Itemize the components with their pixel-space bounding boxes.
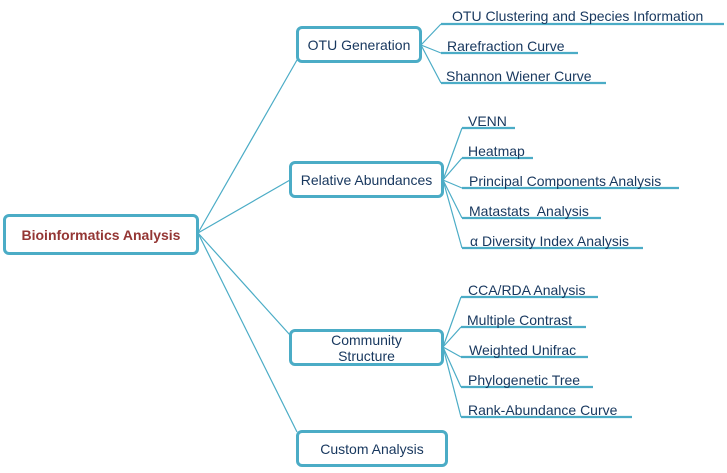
leaf-phylogenetic-tree: Phylogenetic Tree (468, 372, 581, 388)
leaf-weighted-unifrac: Weighted Unifrac (469, 342, 577, 358)
connector-root-community-structure (197, 232, 291, 336)
connector-cs-leaf-4 (442, 346, 462, 388)
leaf-otu-clustering-species-information: OTU Clustering and Species Information (452, 8, 704, 24)
leaf-shannon-wiener-curve: Shannon Wiener Curve (446, 68, 592, 84)
connector-root-relative-abundances (197, 179, 291, 234)
connector-ra-leaf-1 (442, 127, 463, 181)
connector-cs-leaf-5 (442, 346, 462, 418)
connector-otu-leaf-1 (420, 23, 442, 46)
connector-root-custom-analysis (197, 232, 298, 433)
connector-cs-leaf-2 (442, 326, 462, 348)
leaf-matastats-analysis: Matastats Analysis (469, 203, 589, 219)
connector-cs-leaf-1 (442, 296, 462, 348)
leaf-rarefraction-curve: Rarefraction Curve (447, 38, 565, 54)
leaf-cca-rda-analysis: CCA/RDA Analysis (468, 282, 586, 298)
branch-node-relative-abundances: Relative Abundances (289, 161, 444, 198)
connector-root-otu-generation (197, 59, 298, 234)
connector-ra-leaf-2 (442, 157, 463, 181)
leaf-principal-components-analysis: Principal Components Analysis (469, 173, 662, 189)
leaf-heatmap: Heatmap (468, 143, 525, 159)
leaf-rank-abundance-curve: Rank-Abundance Curve (468, 402, 618, 418)
branch-node-otu-generation: OTU Generation (296, 26, 422, 63)
connector-ra-leaf-5 (442, 179, 463, 249)
branch-node-custom-analysis: Custom Analysis (296, 430, 448, 467)
leaf-multiple-contrast: Multiple Contrast (467, 312, 573, 328)
leaf-alpha-diversity-index-analysis: α Diversity Index Analysis (470, 233, 630, 249)
root-node-bioinformatics-analysis: Bioinformatics Analysis (3, 214, 199, 255)
connector-cs-leaf-3 (442, 346, 462, 358)
branch-node-community-structure: Community Structure (289, 329, 444, 366)
connector-otu-leaf-3 (420, 44, 442, 84)
branch-label-community-structure: Community Structure (331, 331, 402, 364)
connector-ra-leaf-4 (442, 179, 463, 219)
leaf-venn: VENN (468, 113, 507, 129)
connector-ra-leaf-3 (442, 179, 463, 189)
connector-otu-leaf-2 (420, 44, 442, 54)
